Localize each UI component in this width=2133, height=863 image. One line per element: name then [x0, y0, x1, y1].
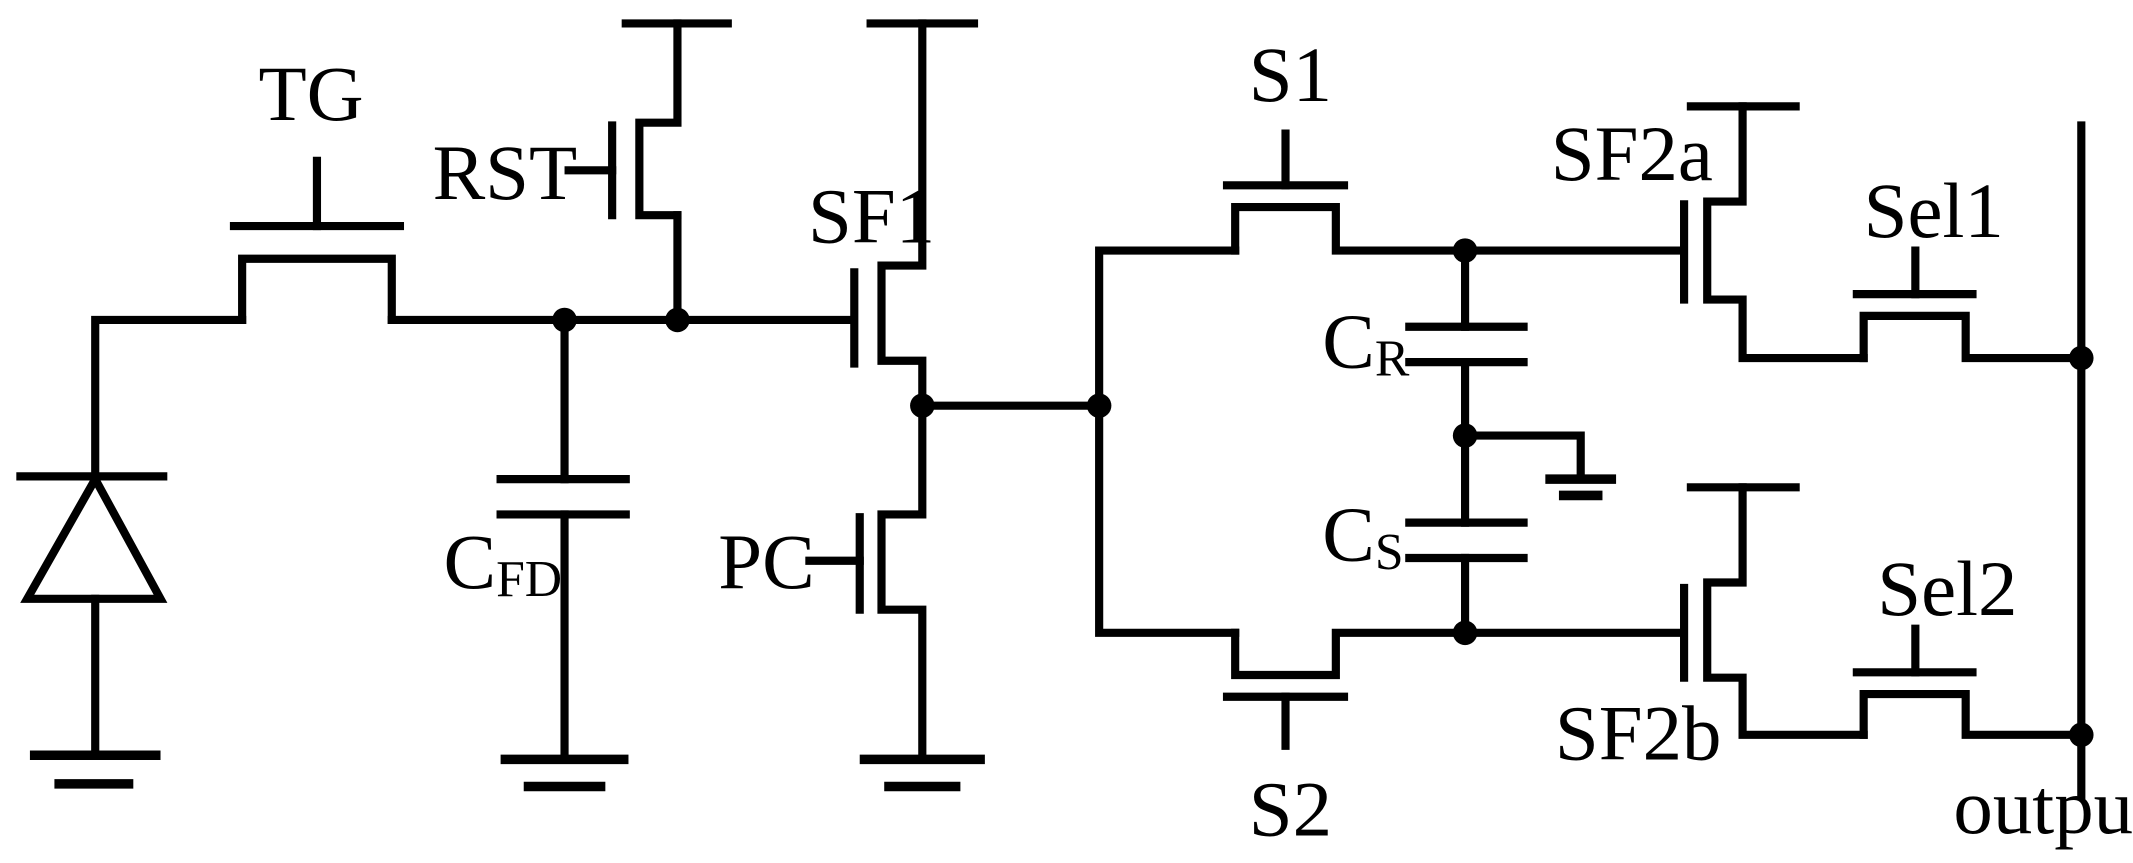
sel1-label: Sel1: [1864, 168, 2004, 255]
sel1-transistor: [1852, 246, 2086, 363]
sf2a-label: SF2a: [1551, 111, 1713, 198]
cr-label-sub: R: [1375, 331, 1410, 388]
cr-capacitor: [1405, 246, 1528, 440]
junction-dot: [2069, 722, 2094, 748]
sf2b-label: SF2b: [1555, 690, 1722, 777]
cfd-capacitor: [496, 315, 630, 764]
cr-label-main: C: [1322, 299, 1375, 386]
pc-transistor: [805, 401, 927, 764]
junction-dots: [552, 238, 2094, 748]
photodiode: [16, 315, 247, 760]
sf2a-transistor: [1460, 102, 1868, 363]
s1-transistor: [1222, 129, 1470, 255]
cap-midpoint-ground: [1460, 431, 1617, 501]
sel2-transistor: [1852, 624, 2086, 739]
pc-label: PC: [718, 519, 814, 606]
cfd-label-main: C: [443, 519, 496, 606]
s2-label: S2: [1249, 767, 1332, 854]
cs-label-main: C: [1322, 492, 1375, 579]
sf1-transistor: [850, 19, 979, 410]
sf1-label: SF1: [808, 173, 935, 260]
junction-dot: [2069, 345, 2094, 371]
junction-dot: [1086, 393, 1112, 418]
s2-transistor: [1222, 628, 1470, 750]
cfd-label: CFD: [443, 519, 562, 608]
branch-bus: [1095, 246, 1240, 637]
cfd-ground: [500, 754, 629, 792]
rst-transistor: [564, 19, 732, 325]
junction-dot: [910, 393, 935, 418]
cs-capacitor: [1405, 431, 1528, 637]
tg-transistor: [229, 156, 405, 325]
photodiode-ground: [29, 750, 161, 789]
junction-dot: [665, 307, 690, 333]
sf2b-transistor: [1460, 483, 1868, 739]
sel2-label: Sel2: [1877, 546, 2017, 633]
cfd-label-sub: FD: [496, 551, 562, 608]
junction-dot: [1452, 238, 1478, 263]
cs-label-sub: S: [1375, 524, 1404, 581]
cs-label: CS: [1322, 492, 1403, 581]
cr-label: CR: [1322, 299, 1410, 388]
tg-label: TG: [258, 51, 363, 138]
junction-dot: [1452, 423, 1478, 448]
rst-label: RST: [433, 130, 578, 217]
s1-label: S1: [1249, 32, 1332, 119]
junction-dot: [552, 307, 577, 333]
pc-ground: [859, 754, 985, 792]
junction-dot: [1452, 620, 1478, 646]
output-label: output: [1953, 764, 2133, 851]
